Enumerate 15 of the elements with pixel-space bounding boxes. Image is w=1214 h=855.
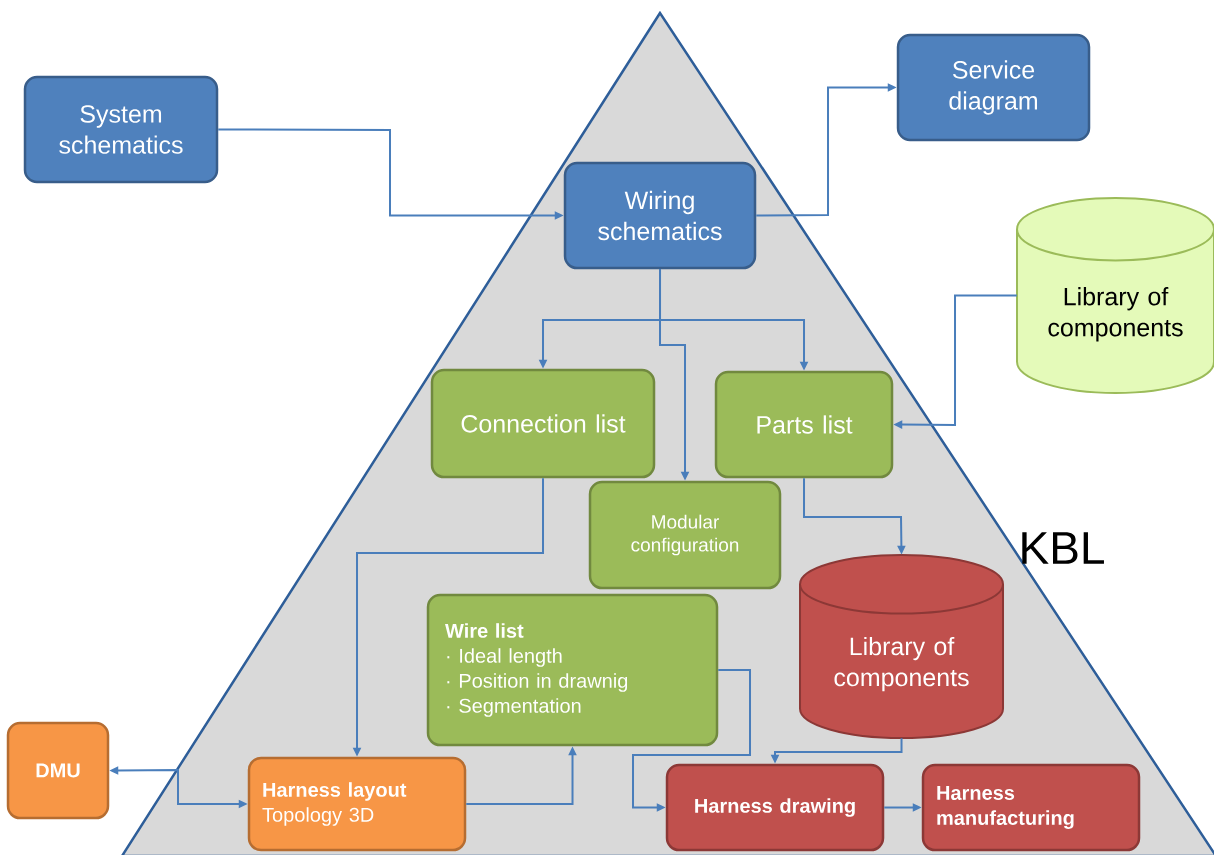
- pyramid-label: KBL: [1022, 532, 1104, 564]
- process-box: Harness layout Topology 3D: [247, 756, 467, 852]
- process-box: Parts list: [714, 370, 894, 479]
- process-box: Connection list: [430, 368, 656, 479]
- process-box: Service diagram: [896, 33, 1091, 142]
- database-cylinder: Library of components: [1016, 197, 1214, 394]
- arrow: [632, 669, 751, 812]
- process-box: Modular configuration: [588, 480, 782, 590]
- process-box: DMU: [6, 721, 110, 820]
- process-box: Wiring schematics: [563, 161, 757, 270]
- process-box: Harness drawing: [665, 763, 885, 852]
- process-box: Wire list · Ideal length · Position in drawnig · Segmentation: [426, 593, 719, 747]
- database-cylinder: Library of components: [799, 554, 1004, 739]
- process-box: Harness manufacturing: [921, 763, 1141, 852]
- process-box: System schematics: [23, 75, 219, 184]
